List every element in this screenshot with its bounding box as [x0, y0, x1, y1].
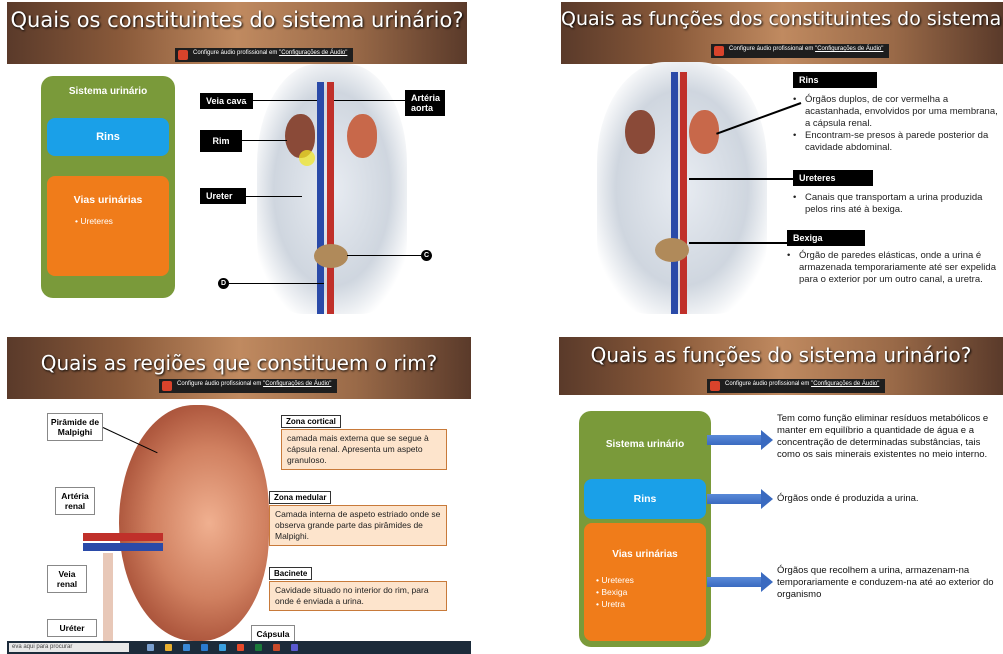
vias-items: • Ureteres • Bexiga • Uretra — [596, 574, 706, 610]
audio-app-icon — [710, 381, 720, 391]
arrow-sistema — [707, 435, 763, 445]
bacinete-text: Cavidade situado no interior do rim, par… — [269, 581, 447, 611]
task-view-icon[interactable] — [147, 644, 154, 651]
slide-thumbnail-1[interactable]: Quais os constituintes do sistema urinár… — [7, 2, 467, 314]
rins-box: Rins — [47, 118, 169, 156]
bladder — [314, 244, 348, 268]
panel-title: Sistema urinário — [579, 439, 711, 450]
file-explorer-icon[interactable] — [165, 644, 172, 651]
bexiga-bullets: Órgão de paredes elásticas, onde a urina… — [787, 250, 1001, 286]
zona-medular-head: Zona medular — [269, 491, 331, 504]
label-bexiga: Bexiga — [787, 230, 865, 246]
label-capsula-renal: Cápsula renal — [251, 625, 295, 641]
label-ureteres: Ureteres — [793, 170, 873, 186]
renal-artery — [83, 533, 163, 541]
vias-urinarias-box: Vias urinárias • Ureteres — [47, 176, 169, 276]
label-ureter: Uréter — [47, 619, 97, 637]
vias-urinarias-box: Vias urinárias • Ureteres • Bexiga • Ure… — [584, 523, 706, 641]
label-rim: Rim — [200, 130, 242, 152]
powerpoint-icon[interactable] — [273, 644, 280, 651]
zona-cortical-text: camada mais externa que se segue à cápsu… — [281, 429, 447, 470]
rins-bullets: Órgãos duplos, de cor vermelha a acastan… — [793, 94, 1001, 154]
edge-icon[interactable] — [219, 644, 226, 651]
kidney-cross-section — [119, 405, 269, 641]
audio-app-icon — [178, 50, 188, 60]
label-arteria-renal: Artéria renal — [55, 487, 95, 515]
arrow-rins — [707, 494, 763, 504]
panel-title: Sistema urinário — [41, 86, 175, 97]
marker-c: C — [421, 250, 432, 261]
sistema-urinario-panel: Sistema urinário Rins Vias urinárias • U… — [41, 76, 175, 298]
audio-settings-link[interactable]: "Configurações de Áudio" — [263, 381, 331, 387]
slide-thumbnail-4[interactable]: Quais as funções do sistema urinário? Co… — [559, 337, 1003, 654]
audio-settings-bar[interactable]: Configure áudio profissional em "Configu… — [711, 44, 889, 58]
slide-title: Quais os constituintes do sistema urinár… — [7, 8, 467, 32]
label-rins: Rins — [793, 72, 877, 88]
arrow-vias — [707, 577, 763, 587]
label-veia-renal: Veia renal — [47, 565, 87, 593]
label-ureter: Ureter — [200, 188, 246, 204]
sistema-urinario-panel: Sistema urinário Rins Vias urinárias • U… — [579, 411, 711, 647]
taskbar-search-input[interactable]: eva aqui para procurar — [9, 643, 129, 652]
audio-settings-bar[interactable]: Configure áudio profissional em "Configu… — [707, 379, 885, 393]
audio-settings-link[interactable]: "Configurações de Áudio" — [279, 50, 347, 56]
vena-cava-vessel — [317, 82, 324, 314]
label-arteria-aorta: Artéria aorta — [405, 90, 445, 116]
audio-settings-link[interactable]: "Configurações de Áudio" — [811, 381, 879, 387]
word-icon[interactable] — [201, 644, 208, 651]
vias-title: Vias urinárias — [584, 549, 706, 560]
pointer-line — [689, 178, 793, 180]
kidney-right — [347, 114, 377, 158]
bladder — [655, 238, 689, 262]
vena-cava-vessel — [671, 72, 678, 314]
aorta-vessel — [680, 72, 687, 314]
audio-settings-bar[interactable]: Configure áudio profissional em "Configu… — [159, 379, 337, 393]
label-veia-cava: Veia cava — [200, 93, 253, 109]
audio-settings-link[interactable]: "Configurações de Áudio" — [815, 46, 883, 52]
ureter-vessel — [103, 553, 113, 641]
marker-d: D — [218, 278, 229, 289]
desc-vias: Órgãos que recolhem a urina, armazenam-n… — [777, 565, 999, 601]
rins-box: Rins — [584, 479, 706, 519]
pointer-line — [334, 100, 405, 101]
bullet-item: Canais que transportam a urina produzida… — [793, 192, 1001, 216]
pointer-line — [229, 283, 324, 284]
label-piramide: Pirâmide de Malpighi — [47, 413, 103, 441]
slide-thumbnail-2[interactable]: Quais as funções dos constituintes do si… — [561, 2, 1003, 314]
audio-app-icon — [162, 381, 172, 391]
zona-cortical-head: Zona cortical — [281, 415, 341, 428]
teams-icon[interactable] — [291, 644, 298, 651]
chrome-icon[interactable] — [237, 644, 244, 651]
bacinete-head: Bacinete — [269, 567, 312, 580]
cursor-highlight — [299, 150, 315, 166]
slide-title: Quais as funções do sistema urinário? — [559, 343, 1003, 367]
slide-title: Quais as funções dos constituintes do si… — [561, 8, 1003, 30]
desc-sistema: Tem como função eliminar resíduos metabó… — [777, 413, 999, 461]
slide-title: Quais as regiões que constituem o rim? — [7, 351, 471, 375]
zona-medular-text: Camada interna de aspeto estriado onde s… — [269, 505, 447, 546]
slide-thumbnail-3[interactable]: Quais as regiões que constituem o rim? C… — [7, 337, 471, 654]
bullet-item: Órgão de paredes elásticas, onde a urina… — [787, 250, 1001, 286]
kidney-right — [689, 110, 719, 154]
vias-title: Vias urinárias — [47, 194, 169, 206]
ureteres-bullets: Canais que transportam a urina produzida… — [793, 192, 1001, 216]
excel-icon[interactable] — [255, 644, 262, 651]
pointer-line — [347, 255, 421, 256]
audio-settings-bar[interactable]: Configure áudio profissional em "Configu… — [175, 48, 353, 62]
vias-item: • Ureteres — [75, 216, 169, 226]
windows-taskbar: eva aqui para procurar — [7, 641, 471, 654]
pointer-line — [242, 140, 287, 141]
bullet-item: Órgãos duplos, de cor vermelha a acastan… — [793, 94, 1001, 130]
desc-rins: Órgãos onde é produzida a urina. — [777, 493, 999, 505]
renal-vein — [83, 543, 163, 551]
audio-app-icon — [714, 46, 724, 56]
aorta-vessel — [327, 82, 334, 314]
kidney-left — [625, 110, 655, 154]
bullet-item: Encontram-se presos à parede posterior d… — [793, 130, 1001, 154]
mail-icon[interactable] — [183, 644, 190, 651]
pointer-line — [245, 100, 317, 101]
pointer-line — [689, 242, 789, 244]
pointer-line — [246, 196, 302, 197]
